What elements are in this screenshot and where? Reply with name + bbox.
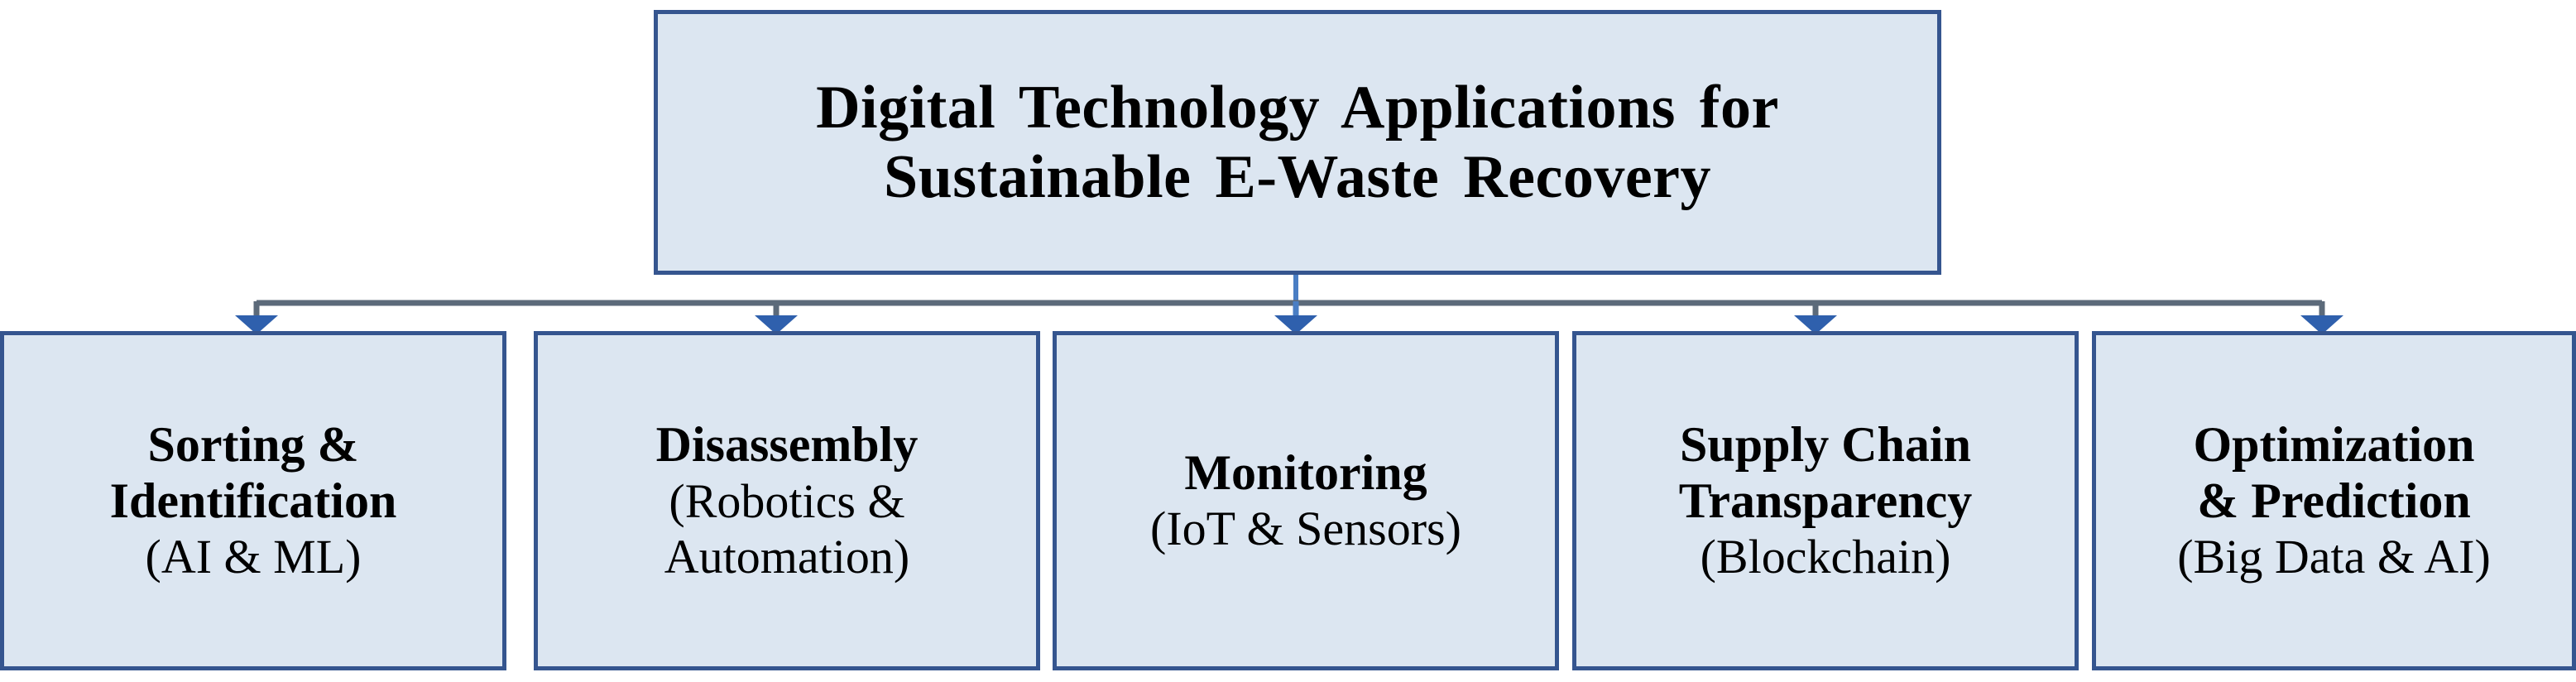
root-title-line-1: Digital Technology Applications for	[816, 73, 1779, 142]
child-node-title-line-1: Monitoring	[1184, 444, 1427, 500]
root-title-line-2: Sustainable E-Waste Recovery	[883, 143, 1712, 211]
child-node-title-line-1: Disassembly	[655, 417, 919, 473]
child-node-subtitle-line-2: Automation)	[664, 529, 910, 584]
child-node-title-line-2: & Prediction	[2197, 473, 2471, 528]
child-node-title-line-1: Sorting &	[147, 417, 359, 473]
child-node-title-line-1: Optimization	[2193, 417, 2475, 473]
child-node-subtitle-line-1: (Robotics &	[669, 473, 905, 528]
child-node-title-line-1: Supply Chain	[1680, 417, 1971, 473]
child-node-optimization-prediction: Optimization & Prediction (Big Data & AI…	[2092, 331, 2576, 670]
child-node-subtitle: (AI & ML)	[145, 529, 362, 584]
child-node-subtitle: (Big Data & AI)	[2177, 529, 2491, 584]
child-node-subtitle: (IoT & Sensors)	[1150, 502, 1461, 556]
child-node-supply-chain-transparency: Supply Chain Transparency (Blockchain)	[1572, 331, 2079, 670]
child-node-sorting-identification: Sorting & Identification (AI & ML)	[0, 331, 506, 670]
child-node-monitoring: Monitoring (IoT & Sensors)	[1053, 331, 1559, 670]
child-node-title-line-2: Transparency	[1678, 473, 1973, 528]
root-node: Digital Technology Applications for Sust…	[654, 10, 1941, 275]
child-node-subtitle: (Blockchain)	[1700, 529, 1951, 584]
child-node-disassembly: Disassembly (Robotics & Automation)	[534, 331, 1040, 670]
child-node-title-line-2: Identification	[109, 473, 397, 528]
